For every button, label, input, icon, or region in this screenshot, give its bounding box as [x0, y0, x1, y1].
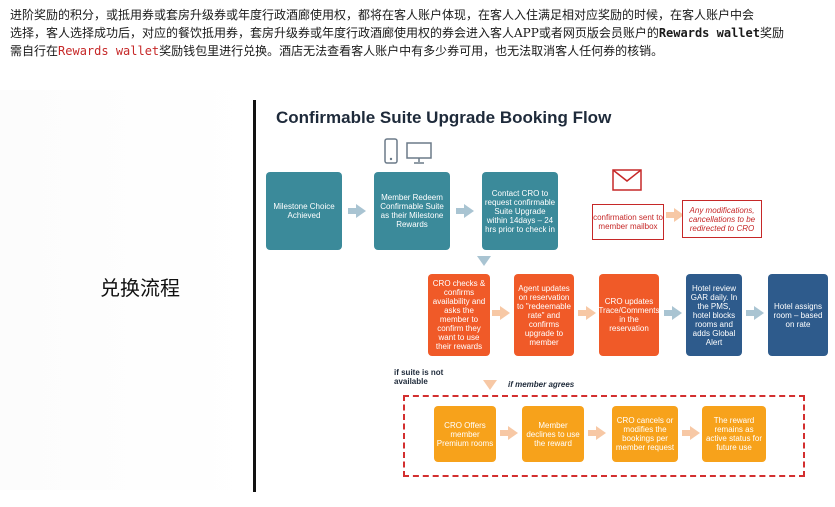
paragraph-line-2-text: 选择，客人选择成功后，对应的餐饮抵用券，套房升级券或年度行政酒廊使用权的券会进入…	[10, 26, 659, 40]
alternate-flow-container	[403, 395, 805, 477]
flow-step-milestone: Milestone Choice Achieved	[266, 172, 342, 250]
flow-step-hotel-assigns: Hotel assigns room – based on rate	[768, 274, 828, 356]
flow-step-offer-premium: CRO Offers member Premium rooms	[434, 406, 496, 462]
flow-arrow-down	[483, 380, 497, 390]
flow-step-cro-updates: CRO updates Trace/Comments in the reserv…	[598, 274, 660, 356]
intro-paragraph: 进阶奖励的积分，或抵用券或套房升级券或年度行政酒廊使用权，都将在客人账户体现，在…	[10, 6, 835, 60]
paragraph-line-2-tail: 奖励	[759, 26, 784, 40]
phone-icon	[384, 138, 398, 164]
paragraph-line-1: 进阶奖励的积分，或抵用券或套房升级券或年度行政酒廊使用权，都将在客人账户体现，在…	[10, 8, 755, 22]
table-label-cell: 兑换流程	[0, 90, 254, 490]
flow-arrow	[588, 426, 606, 440]
flow-step-redeem: Member Redeem Confirmable Suite as their…	[374, 172, 450, 250]
flow-arrow	[348, 204, 366, 218]
table-divider	[253, 100, 256, 492]
flow-arrow	[664, 306, 682, 320]
flow-arrow	[492, 306, 510, 320]
redemption-process-label: 兑换流程	[100, 276, 180, 300]
flow-step-cro-cancels: CRO cancels or modifies the bookings per…	[612, 406, 678, 462]
monitor-icon	[406, 142, 432, 164]
flow-step-reward-remains: The reward remains as active status for …	[702, 406, 766, 462]
flow-step-agent-updates: Agent updates on reservation to "redeema…	[514, 274, 574, 356]
confirmation-note: confirmation sent to member mailbox	[592, 204, 664, 240]
flow-arrow	[682, 426, 700, 440]
envelope-icon	[612, 169, 642, 191]
figure-title: Confirmable Suite Upgrade Booking Flow	[276, 108, 612, 127]
flow-arrow-down	[477, 256, 491, 266]
flow-arrow	[746, 306, 764, 320]
paragraph-line-3-text: 需自行在	[10, 44, 59, 58]
paragraph-line-3: 需自行在Rewards wallet奖励钱包里进行兑换。酒店无法查看客人账户中有…	[10, 42, 835, 60]
flow-step-member-declines: Member declines to use the reward	[522, 406, 584, 462]
flow-arrow	[578, 306, 596, 320]
flow-arrow	[456, 204, 474, 218]
rewards-wallet-term: Rewards wallet	[658, 26, 760, 40]
flow-step-hotel-review: Hotel review GAR daily. In the PMS, hote…	[686, 274, 742, 356]
flow-step-cro-checks: CRO checks & confirms availability and a…	[428, 274, 490, 356]
flow-arrow	[666, 208, 684, 222]
paragraph-line-2: 选择，客人选择成功后，对应的餐饮抵用券，套房升级券或年度行政酒廊使用权的券会进入…	[10, 24, 835, 42]
flow-arrow	[500, 426, 518, 440]
booking-flow-figure: Confirmable Suite Upgrade Booking Flow M…	[256, 96, 835, 496]
note-member-agrees: if member agrees	[508, 380, 575, 389]
flow-step-contact-cro: Contact CRO to request confirmable Suite…	[482, 172, 558, 250]
rewards-wallet-term-red: Rewards wallet	[58, 44, 160, 58]
note-suite-unavailable: if suite is not available	[394, 368, 444, 386]
modifications-note: Any modifications, cancellations to be r…	[682, 200, 762, 238]
paragraph-line-3-tail: 奖励钱包里进行兑换。酒店无法查看客人账户中有多少券可用，也无法取消客人任何券的核…	[159, 44, 664, 58]
